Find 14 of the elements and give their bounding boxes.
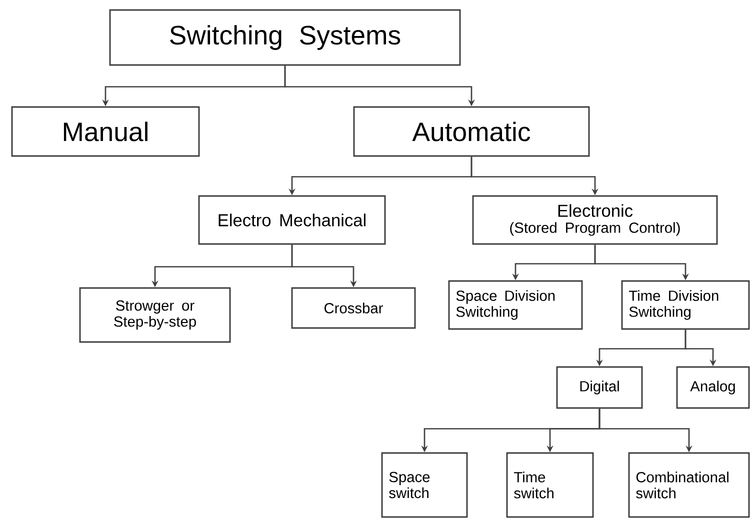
- process-box: Time switch: [506, 452, 594, 518]
- process-box: Switching Systems: [109, 9, 461, 66]
- process-box: Electro Mechanical: [198, 195, 386, 245]
- process-box: Crossbar: [291, 287, 416, 329]
- process-box: Space switch: [381, 452, 468, 518]
- process-box: Combinational switch: [628, 452, 750, 518]
- process-box: Automatic: [353, 106, 590, 157]
- process-box: Electronic (Stored Program Control): [472, 195, 718, 245]
- process-box: Space Division Switching: [448, 280, 583, 330]
- process-box: Time Division Switching: [621, 280, 750, 330]
- process-box: Manual: [11, 106, 200, 157]
- process-box: Analog: [676, 366, 750, 409]
- process-box: Strowger or Step-by-step: [79, 287, 231, 343]
- process-box: Digital: [556, 366, 643, 409]
